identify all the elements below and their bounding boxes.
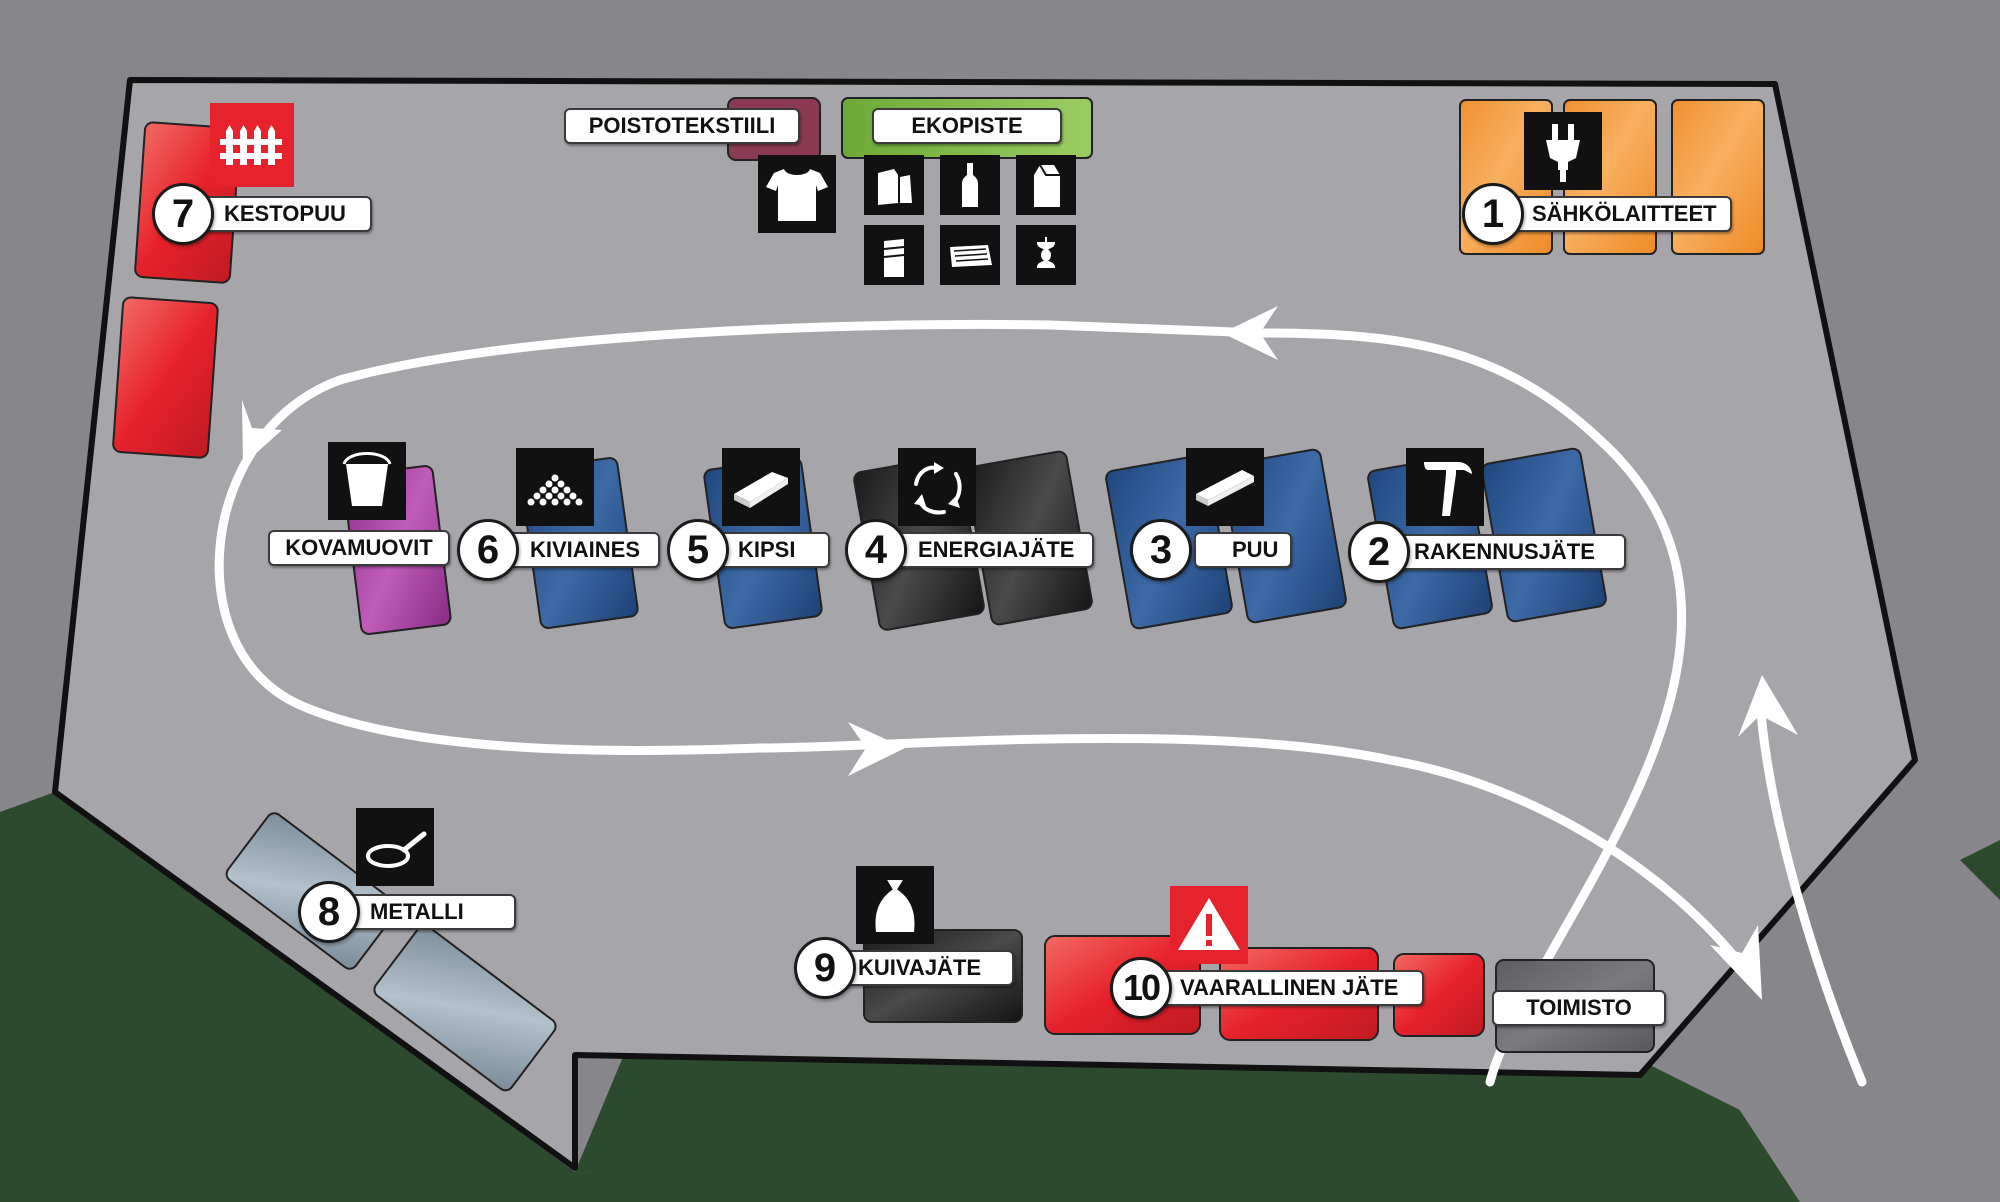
- container-kestopuu: [112, 296, 219, 459]
- milk-carton-icon: [1016, 155, 1076, 215]
- station-number-1: 1: [1462, 183, 1524, 245]
- bottle-icon: [940, 155, 1000, 215]
- tshirt-icon: [758, 155, 836, 233]
- entrance-road: [1720, 860, 2000, 1202]
- route-arrow: [1738, 675, 1798, 737]
- plank-icon: [1186, 448, 1264, 526]
- bucket-icon: [328, 442, 406, 520]
- route-arrow: [848, 722, 905, 776]
- fence-icon: [210, 103, 294, 187]
- gravel-icon: [516, 448, 594, 526]
- apple-core-icon: [1016, 225, 1076, 285]
- label-metalli: METALLI: [332, 894, 516, 930]
- station-number-7: 7: [152, 183, 214, 245]
- paper-icon: [940, 225, 1000, 285]
- label-vaarallinen-jate: VAARALLINEN JÄTE: [1142, 970, 1424, 1006]
- plasterboard-icon: [722, 448, 800, 526]
- station-number-9: 9: [794, 937, 856, 999]
- label-ekopiste: EKOPISTE: [872, 108, 1062, 144]
- tin-can-icon: [864, 225, 924, 285]
- label-puu: PUU: [1194, 532, 1292, 568]
- label-kestopuu: KESTOPUU: [186, 196, 372, 232]
- label-kiviaines: KIVIAINES: [492, 532, 660, 568]
- label-energiajate: ENERGIAJÄTE: [880, 532, 1094, 568]
- route-loop: [214, 319, 1760, 1087]
- label-toimisto: TOIMISTO: [1492, 990, 1666, 1026]
- route-arrow: [242, 400, 282, 465]
- trash-bag-icon: [856, 866, 934, 944]
- station-number-3: 3: [1130, 519, 1192, 581]
- plug-icon: [1524, 112, 1602, 190]
- label-poistotekstiili: POISTOTEKSTIILI: [564, 108, 800, 144]
- station-number-2: 2: [1348, 521, 1410, 583]
- route-arrow: [1222, 306, 1278, 360]
- label-sahkolaitteet: SÄHKÖLAITTEET: [1494, 196, 1732, 232]
- frying-pan-icon: [356, 808, 434, 886]
- container-metalli: [373, 924, 557, 1092]
- packaging-icon: [864, 155, 924, 215]
- route-entry: [1755, 695, 1867, 1087]
- station-number-4: 4: [845, 519, 907, 581]
- label-kovamuovit: KOVAMUOVIT: [268, 530, 450, 566]
- station-number-8: 8: [298, 881, 360, 943]
- warning-icon: [1170, 886, 1248, 964]
- grass-area: [0, 792, 2000, 1202]
- recycle-arrows-icon: [898, 448, 976, 526]
- station-number-10: 10: [1110, 957, 1172, 1019]
- hammer-icon: [1406, 448, 1484, 526]
- label-rakennusjate: RAKENNUSJÄTE: [1376, 534, 1626, 570]
- station-number-5: 5: [667, 519, 729, 581]
- route-arrow: [1710, 925, 1762, 1000]
- station-number-6: 6: [457, 519, 519, 581]
